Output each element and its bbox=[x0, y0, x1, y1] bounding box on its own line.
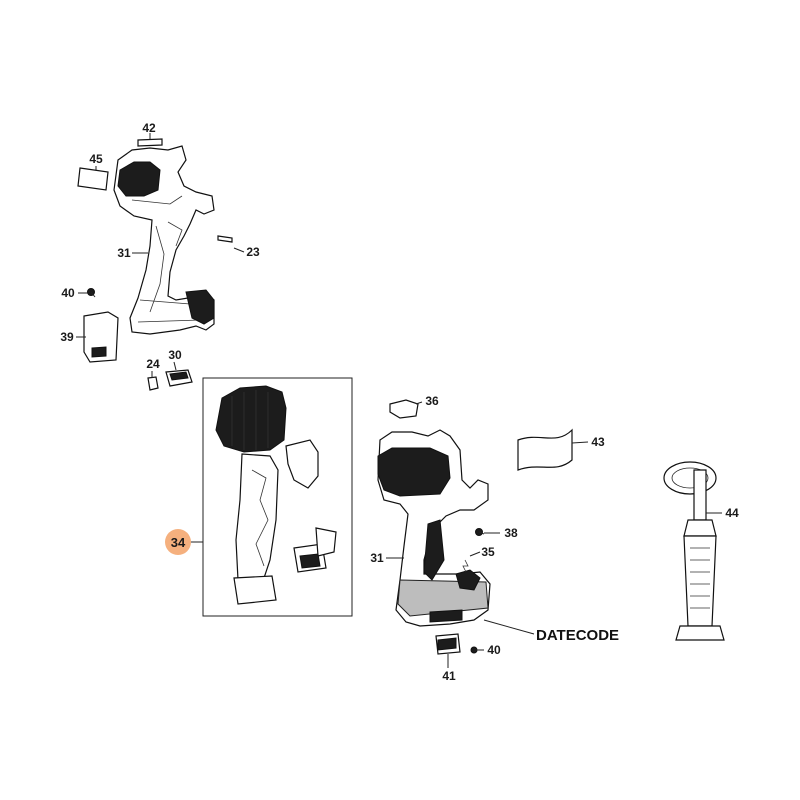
housing-assembly-right[interactable] bbox=[377, 429, 491, 627]
callout-41[interactable]: 41 bbox=[442, 669, 456, 683]
pin-23[interactable] bbox=[217, 235, 233, 243]
callout-38[interactable]: 38 bbox=[504, 526, 518, 540]
callout-24[interactable]: 24 bbox=[146, 357, 160, 371]
screw-40-top[interactable] bbox=[87, 288, 96, 298]
motor-assembly-box[interactable] bbox=[202, 377, 353, 617]
spring-35[interactable] bbox=[462, 559, 469, 573]
callout-36[interactable]: 36 bbox=[425, 394, 439, 408]
leader-lines bbox=[76, 133, 722, 668]
callout-43[interactable]: 43 bbox=[591, 435, 605, 449]
housing-half-top[interactable] bbox=[113, 145, 215, 335]
screw-38[interactable] bbox=[475, 528, 485, 536]
small-part-24[interactable] bbox=[147, 376, 159, 391]
callout-35[interactable]: 35 bbox=[481, 545, 495, 559]
callout-34-highlight[interactable] bbox=[165, 529, 191, 555]
callout-labels: 42 45 31 23 40 39 24 30 34 36 43 44 38 3… bbox=[60, 121, 739, 683]
callout-31-top[interactable]: 31 bbox=[117, 246, 131, 260]
callout-30[interactable]: 30 bbox=[168, 348, 182, 362]
switch-part-36[interactable] bbox=[389, 399, 419, 419]
callout-40-bottom[interactable]: 40 bbox=[487, 643, 501, 657]
callout-23[interactable]: 23 bbox=[246, 245, 260, 259]
callout-44[interactable]: 44 bbox=[725, 506, 739, 520]
callout-31-right[interactable]: 31 bbox=[370, 551, 384, 565]
switch-cover-30[interactable] bbox=[165, 369, 193, 387]
callout-34[interactable]: 34 bbox=[171, 535, 186, 550]
label-plate-42[interactable] bbox=[137, 138, 163, 147]
label-sticker-45[interactable] bbox=[77, 167, 109, 191]
callout-40-top[interactable]: 40 bbox=[61, 286, 75, 300]
label-sticker-43[interactable] bbox=[517, 428, 573, 471]
callout-39[interactable]: 39 bbox=[60, 330, 74, 344]
callout-45[interactable]: 45 bbox=[89, 152, 103, 166]
callout-42[interactable]: 42 bbox=[142, 121, 156, 135]
side-handle-44[interactable] bbox=[663, 461, 725, 641]
battery-latch-41[interactable] bbox=[435, 633, 461, 655]
belt-clip-39[interactable] bbox=[83, 311, 119, 363]
datecode-label: DATECODE bbox=[536, 627, 619, 644]
